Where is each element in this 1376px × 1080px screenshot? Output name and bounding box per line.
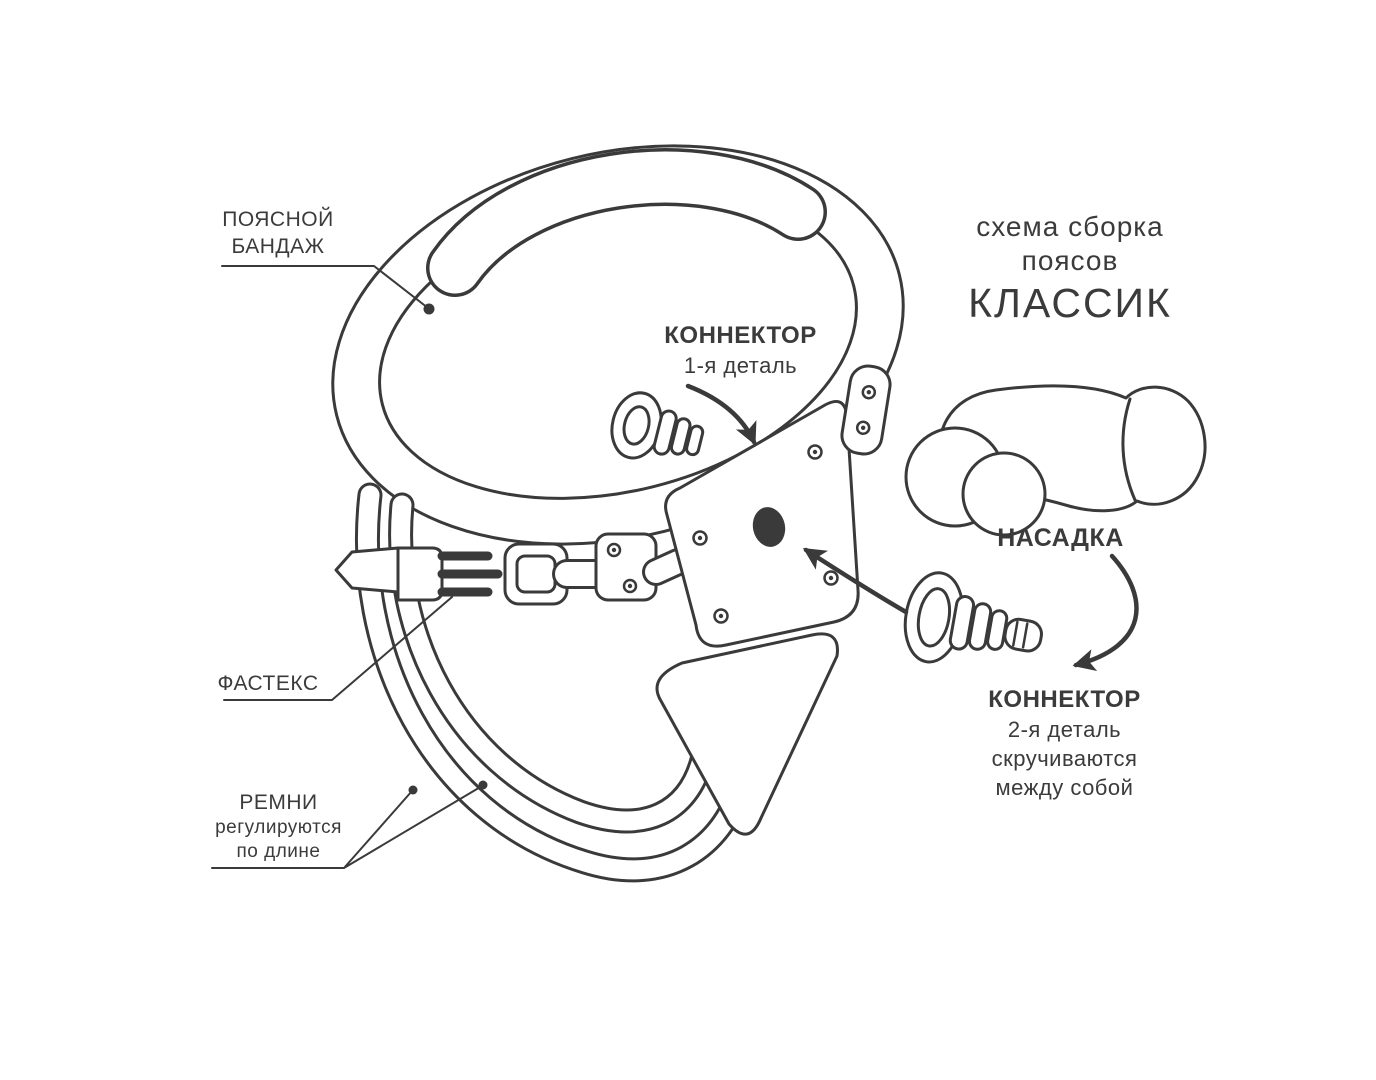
assembly-arrows bbox=[685, 383, 1139, 672]
fastex-buckle bbox=[396, 542, 569, 606]
strap-adjuster bbox=[594, 532, 692, 602]
label-connector-2-name: КОННЕКТОР bbox=[988, 686, 1141, 713]
label-straps-note2: по длине bbox=[236, 841, 321, 862]
mounting-plate bbox=[664, 400, 860, 648]
leader-straps bbox=[211, 785, 483, 869]
label-straps: РЕМНИ регулируются по длине bbox=[196, 789, 361, 864]
label-connector-2-detail: 2-я деталь bbox=[1007, 717, 1122, 742]
leader-waist-band bbox=[221, 265, 429, 309]
arrow-connector1 bbox=[685, 383, 757, 446]
label-connector-2-note1: скручиваются bbox=[991, 746, 1138, 771]
waist-pad bbox=[426, 148, 827, 297]
label-straps-note1: регулируются bbox=[215, 817, 342, 838]
dildo-attachment bbox=[904, 384, 1207, 537]
label-attachment: НАСАДКА bbox=[997, 524, 1124, 552]
arrow-nasadka bbox=[1072, 553, 1139, 672]
label-waist-band: ПОЯСНОЙ БАНДАЖ bbox=[198, 206, 358, 260]
diagram-title-line1: схема сборка bbox=[976, 211, 1164, 242]
label-connector-2-note2: между собой bbox=[995, 775, 1134, 800]
label-connector-2: КОННЕКТОР 2-я деталь скручиваются между … bbox=[952, 684, 1177, 802]
strap-end bbox=[334, 546, 400, 594]
diagram-title-line2: поясов bbox=[1021, 245, 1119, 276]
connector-part-1 bbox=[610, 391, 705, 460]
label-fastex: ФАСТЕКС bbox=[217, 672, 319, 695]
arrow-connector2-to-hole bbox=[802, 547, 909, 615]
label-connector-1-detail: 1-я деталь bbox=[683, 353, 798, 378]
label-straps-name: РЕМНИ bbox=[239, 791, 318, 814]
leader-fastex bbox=[223, 596, 453, 701]
label-waist-band-line1: ПОЯСНОЙ bbox=[222, 208, 334, 231]
diagram-title: схема сборка поясов КЛАССИК bbox=[930, 210, 1210, 328]
bottom-flap bbox=[655, 632, 839, 836]
label-connector-1: КОННЕКТОР 1-я деталь bbox=[638, 320, 843, 380]
connector-part-2 bbox=[903, 571, 1043, 664]
leader-lines bbox=[211, 265, 488, 869]
label-connector-1-name: КОННЕКТОР bbox=[664, 322, 817, 349]
strap-tab bbox=[840, 364, 892, 456]
leg-straps bbox=[354, 482, 753, 883]
diagram-title-line3: КЛАССИК bbox=[968, 280, 1172, 326]
connector-hole bbox=[752, 507, 786, 547]
label-waist-band-line2: БАНДАЖ bbox=[231, 235, 325, 258]
